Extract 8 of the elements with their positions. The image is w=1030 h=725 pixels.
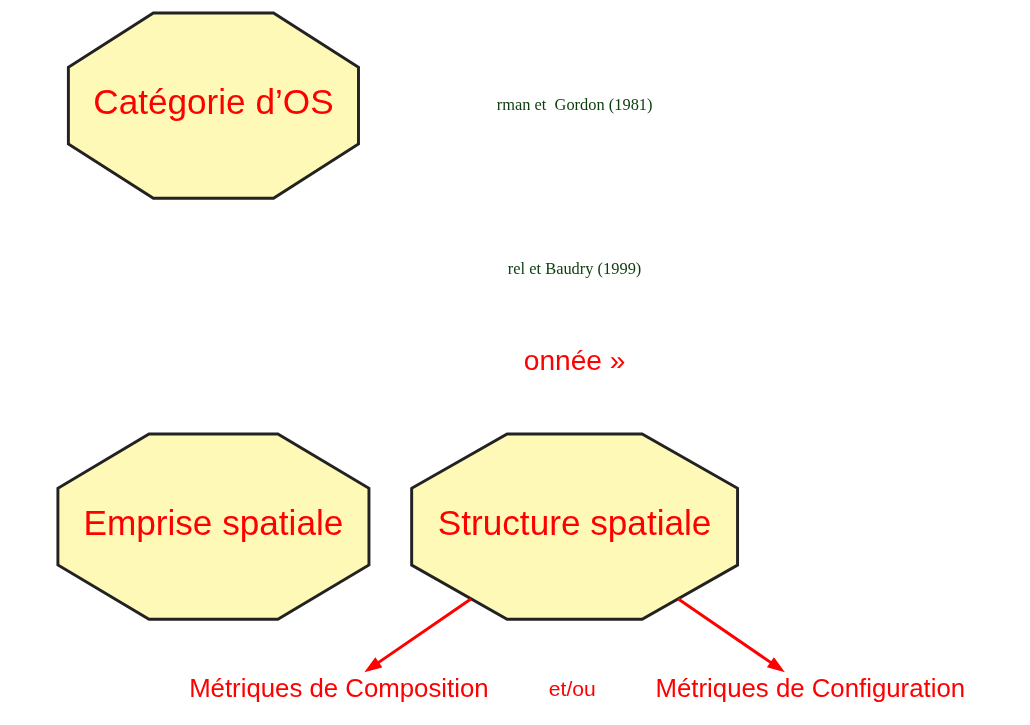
label: onnée »: [523, 344, 625, 376]
arrow: [677, 597, 785, 673]
node-text: Métriques de Configuration: [655, 674, 965, 703]
label: rel et Baudry (1999): [507, 259, 641, 279]
label: rman et Gordon (1981): [496, 95, 653, 115]
arrow: [363, 597, 472, 673]
label: et/ou: [548, 677, 596, 700]
node-text: Métriques de Composition: [188, 674, 489, 703]
